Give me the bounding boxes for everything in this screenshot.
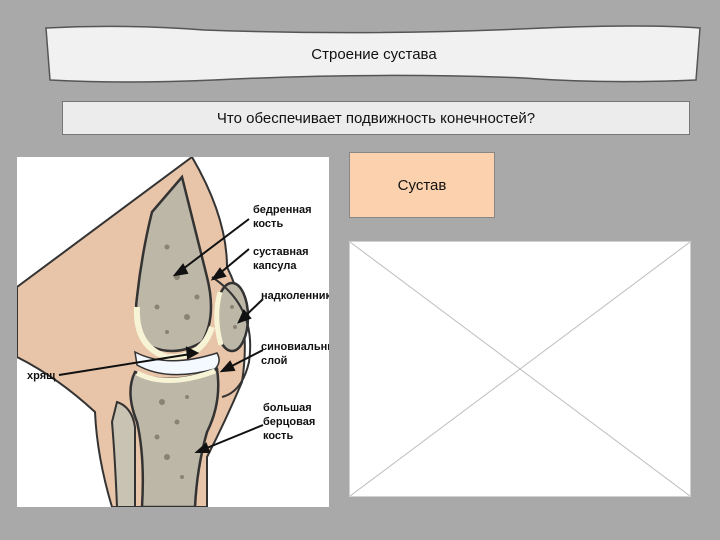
label-capsule: суставная [253,246,309,258]
knee-joint-diagram: бедренная кость суставная капсула надкол… [16,155,343,509]
slide-title: Строение сустава [311,45,437,63]
question-box: Что обеспечивает подвижность конечностей… [62,101,690,135]
tibia-cartilage [135,368,216,383]
label-femur-2: кость [253,218,283,230]
label-synovial: синовиальный [261,341,329,353]
answer-box: Сустав [349,152,495,218]
label-tibia-2: берцовая [263,416,315,428]
image-placeholder [349,241,691,497]
label-synovial-2: слой [261,355,287,367]
banner-shape [45,25,701,83]
label-femur: бедренная [253,204,312,216]
patella-cartilage [214,291,224,346]
knee-illustration: бедренная кость суставная капсула надкол… [16,155,343,509]
label-cartilage: хрящ [27,370,56,382]
placeholder-cross [349,241,691,497]
joint-space [134,350,220,376]
fibula-bone [110,400,136,508]
bone-texture [154,244,237,479]
label-patella: надколенник [261,290,329,302]
label-tibia: большая [263,402,312,414]
label-capsule-2: капсула [253,260,297,272]
title-banner: Строение сустава [44,22,704,86]
label-tibia-3: кость [263,430,293,442]
